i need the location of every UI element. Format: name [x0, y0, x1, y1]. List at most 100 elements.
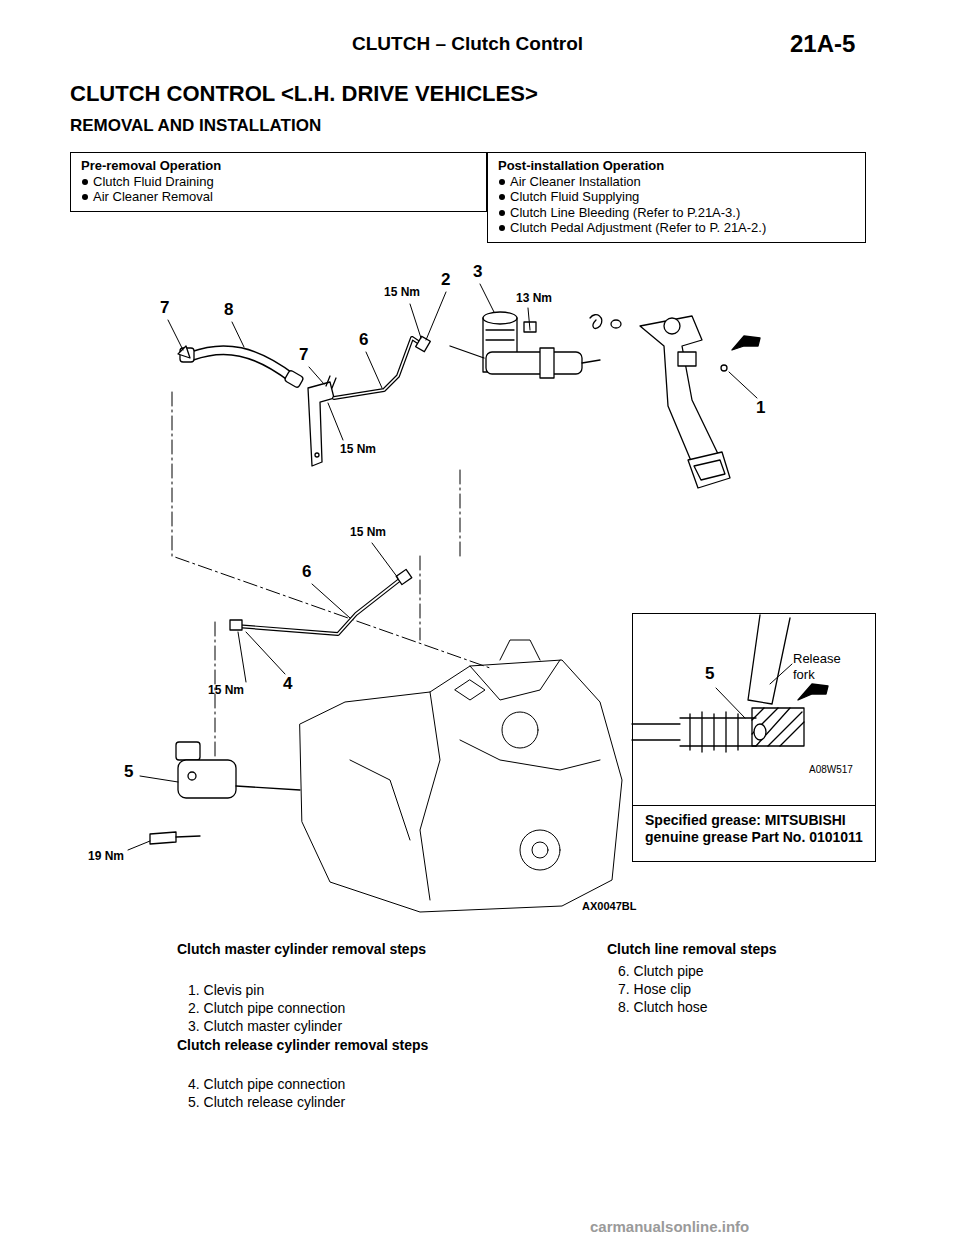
drawing-part: [590, 315, 602, 329]
grease-detail-box: 5Release forkA08W517Specified grease: MI…: [632, 613, 876, 862]
drawing-part: [729, 372, 757, 398]
section-heading: REMOVAL AND INSTALLATION: [70, 116, 321, 136]
drawing-part: [236, 578, 402, 634]
drawing-part: [678, 352, 696, 366]
drawing-part: [128, 841, 150, 850]
drawing-part: [502, 712, 538, 748]
callout-number: 3: [473, 262, 482, 282]
procedure-heading: Clutch release cylinder removal steps: [177, 1037, 447, 1053]
drawing-part: [716, 688, 745, 718]
page-number: 21A-5: [790, 30, 855, 58]
drawing-part: [246, 632, 285, 674]
callout-number: 4: [283, 674, 292, 694]
running-header: CLUTCH – Clutch Control: [352, 33, 583, 55]
callout-number: 6: [302, 562, 311, 582]
post-installation-box: Post-installation OperationAir Cleaner I…: [487, 152, 866, 243]
drawing-part: [315, 453, 319, 457]
divider-line: [633, 805, 875, 806]
drawing-part: [694, 460, 725, 480]
callout-number: 6: [359, 330, 368, 350]
procedure-heading: Clutch line removal steps: [607, 941, 777, 957]
drawing-part: [732, 336, 760, 350]
procedure-heading: Clutch master cylinder removal steps: [177, 941, 447, 957]
drawing-part: [798, 684, 828, 700]
clutch-pedal: [640, 316, 760, 488]
drawing-part: [611, 320, 621, 328]
drawing-part: [455, 680, 485, 700]
bullet-item: Air Cleaner Removal: [81, 189, 476, 205]
drawing-part: [168, 320, 183, 350]
drawing-part: [688, 452, 730, 488]
drawing-part: [483, 312, 517, 324]
bullet-item: Air Cleaner Installation: [498, 174, 855, 190]
drawing-part: [748, 615, 790, 704]
drawing-part: [664, 318, 680, 334]
drawing-part: [308, 382, 334, 466]
procedure-step: 5. Clutch release cylinder: [188, 1094, 345, 1110]
box-heading: Post-installation Operation: [498, 158, 855, 174]
drawing-part: [334, 338, 424, 398]
drawing-part: [396, 569, 412, 584]
box-heading: Pre-removal Operation: [81, 158, 476, 174]
drawing-part: [752, 708, 804, 746]
torque-value: 15 Nm: [384, 286, 420, 300]
torque-value: 15 Nm: [340, 443, 376, 457]
drawing-part: [420, 692, 440, 900]
callout-number: 5: [705, 664, 714, 684]
drawing-part: [172, 392, 490, 668]
drawing-part: [410, 304, 421, 338]
drawing-part: [178, 760, 236, 798]
drawing-part: [680, 718, 756, 746]
drawing-part: [334, 338, 424, 398]
drawing-part: [450, 346, 484, 358]
torque-value: 15 Nm: [208, 684, 244, 698]
drawing-part: [178, 346, 190, 358]
procedure-step: 2. Clutch pipe connection: [188, 1000, 345, 1016]
drawing-part: [420, 556, 421, 640]
drawing-part: [300, 660, 622, 912]
drawing-part: [480, 284, 494, 312]
procedure-step: 8. Clutch hose: [618, 999, 708, 1015]
grease-spec: Specified grease: MITSUBISHI genuine gre…: [645, 812, 871, 846]
figure-code: AX0047BL: [582, 900, 636, 913]
drawing-part: [350, 760, 410, 840]
drawing-part: [236, 786, 300, 790]
drawing-part: [582, 360, 600, 363]
drawing-part: [532, 842, 548, 858]
drawing-part: [176, 836, 200, 837]
drawing-part: [372, 543, 398, 578]
drawing-part: [754, 724, 766, 740]
drawing-part: [500, 640, 540, 660]
drawing-part: [752, 708, 804, 746]
bullet-item: Clutch Pedal Adjustment (Refer to P. 21A…: [498, 220, 855, 236]
drawing-part: [326, 376, 336, 388]
bullet-item: Clutch Line Bleeding (Refer to P.21A-3.): [498, 205, 855, 221]
release-cylinder: [150, 742, 300, 844]
drawing-part: [486, 330, 514, 340]
drawing-part: [540, 348, 554, 378]
transmission: [300, 640, 622, 912]
clutch-hose: [178, 346, 304, 388]
drawing-part: [140, 776, 178, 782]
bullet-item: Clutch Fluid Supplying: [498, 189, 855, 205]
bullet-item: Clutch Fluid Draining: [81, 174, 476, 190]
torque-value: 19 Nm: [88, 850, 124, 864]
drawing-part: [284, 370, 304, 388]
procedure-step: 7. Hose clip: [618, 981, 691, 997]
procedure-step: 3. Clutch master cylinder: [188, 1018, 342, 1034]
drawing-part: [470, 660, 560, 700]
figure-code: A08W517: [809, 764, 853, 776]
drawing-part: [176, 742, 200, 760]
drawing-part: [238, 632, 246, 682]
callout-number: 1: [756, 398, 765, 418]
page-title: CLUTCH CONTROL <L.H. DRIVE VEHICLES>: [70, 81, 538, 106]
drawing-part: [460, 470, 461, 560]
drawing-part: [312, 584, 350, 618]
clevis-clips: [590, 315, 621, 329]
drawing-part: [528, 308, 530, 330]
guide-lines: [172, 392, 490, 760]
drawing-part: [520, 830, 560, 870]
procedure-step: 6. Clutch pipe: [618, 963, 704, 979]
drawing-part: [230, 620, 242, 630]
